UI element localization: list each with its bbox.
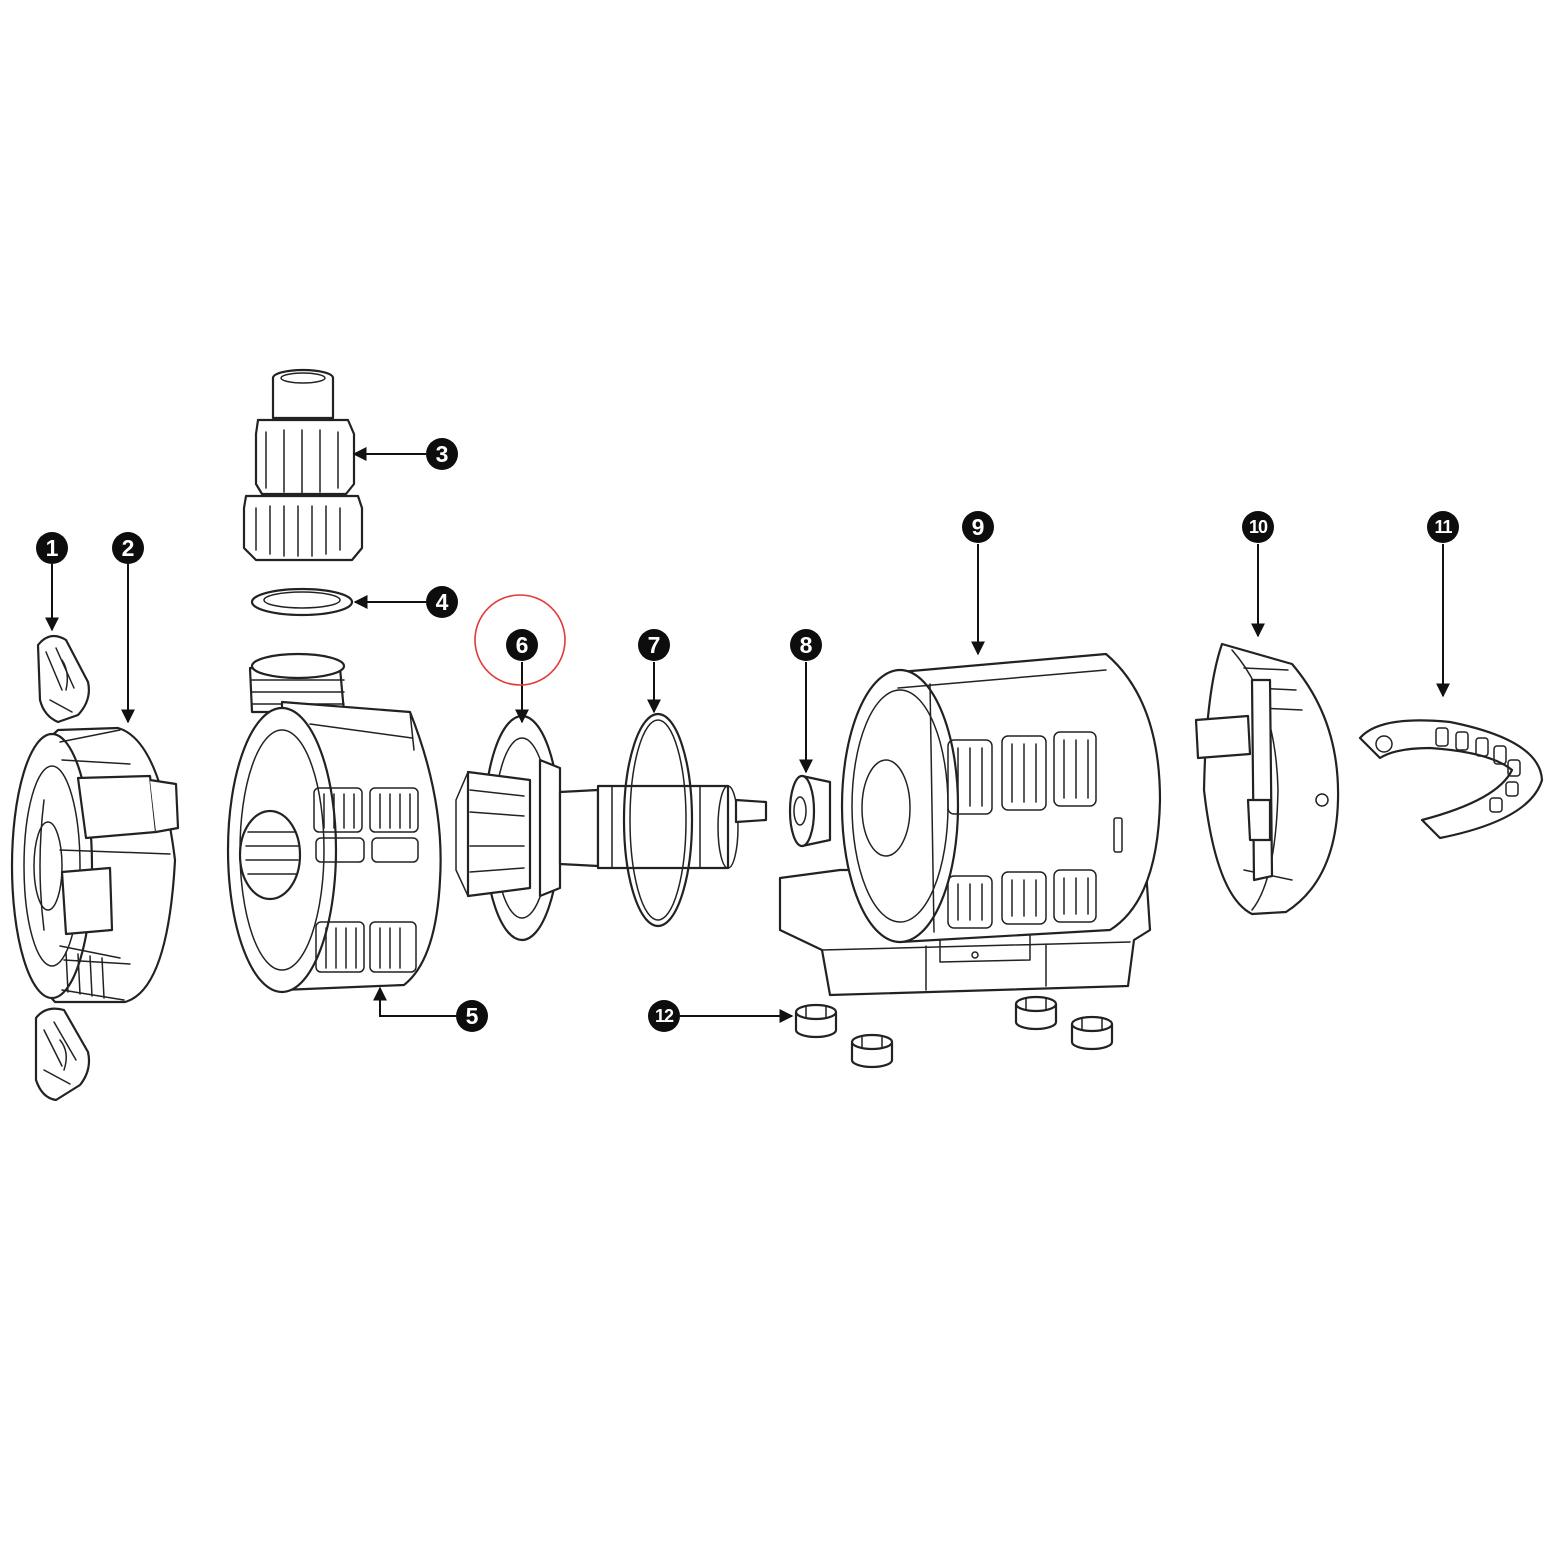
callout-1: 1 [36,532,68,564]
callout-9-label: 9 [972,514,985,540]
callout-5-label: 5 [466,1003,479,1029]
callout-10-label: 10 [1249,517,1268,537]
leader-lines [45,447,1450,1023]
part-9-motor-body [778,652,1162,997]
callout-7: 7 [638,629,670,661]
callout-4: 4 [426,586,458,618]
part-6-impeller-assembly [455,714,562,942]
callout-9: 9 [962,511,994,543]
callout-2-label: 2 [122,535,135,561]
part-4-sealing-washer [250,587,354,617]
callout-8: 8 [790,629,822,661]
callout-6-label: 6 [516,632,529,658]
callout-6: 6 [506,629,538,661]
part-12-rubber-feet [794,995,1114,1069]
callout-12-label: 12 [655,1006,674,1026]
part-1-clip-top [36,634,90,724]
callout-8-label: 8 [800,632,813,658]
callout-4-label: 4 [436,589,449,615]
callout-12: 12 [648,1000,680,1032]
callout-11-label: 11 [1434,517,1452,537]
callout-5: 5 [456,1000,488,1032]
callout-3-label: 3 [436,441,449,467]
part-3-hose-fitting [242,368,364,562]
impeller-shaft [558,784,768,870]
callout-1-label: 1 [46,535,59,561]
part-5-pump-housing [226,652,442,994]
part-1-clip-bottom [34,1007,91,1102]
callout-2: 2 [112,532,144,564]
callout-10: 10 [1242,511,1274,543]
part-8-bearing-bush [788,774,832,848]
callout-11: 11 [1427,511,1459,543]
part-11-retaining-clip [1358,719,1544,840]
highlight-ring [474,594,566,686]
callout-7-label: 7 [648,632,661,658]
part-7-o-ring [622,712,694,928]
callout-3: 3 [426,438,458,470]
part-10-rear-cover [1194,642,1340,916]
part-2-front-cover [10,726,180,1004]
